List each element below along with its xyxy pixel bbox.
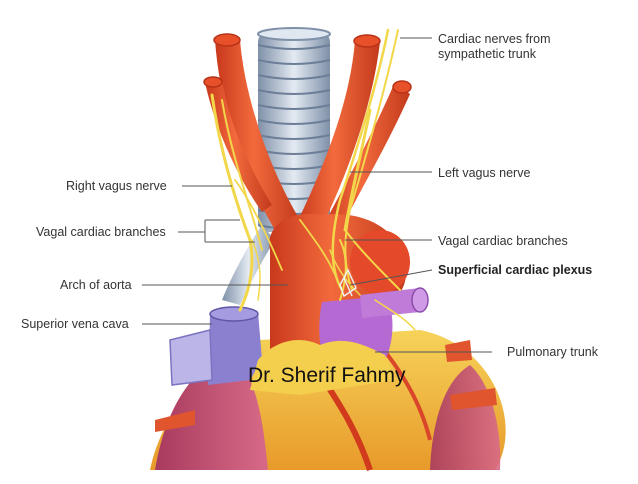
- label-arch-of-aorta: Arch of aorta: [60, 278, 132, 292]
- superior-vena-cava-vessel: [208, 312, 262, 385]
- leader-superficial-plexus: [349, 269, 433, 286]
- trachea-top: [257, 27, 331, 41]
- right-vagus-nerve-strand: [210, 93, 254, 312]
- leader-vagal-left: [178, 219, 255, 243]
- label-superior-vena-cava: Superior vena cava: [21, 317, 129, 331]
- leader-lines: [142, 37, 492, 353]
- label-left-vagus-nerve: Left vagus nerve: [438, 166, 531, 180]
- right-pulmonary-artery: [360, 288, 426, 318]
- epicardial-fat: [250, 340, 395, 395]
- descending-aorta-bulge: [350, 230, 410, 294]
- label-pulmonary-trunk: Pulmonary trunk: [507, 345, 599, 359]
- sympathetic-cardiac-nerves: [331, 28, 390, 292]
- right-carotid-artery: [215, 40, 300, 230]
- label-vagal-cardiac-branches-left: Vagal cardiac branches: [36, 225, 166, 239]
- label-right-vagus-nerve: Right vagus nerve: [66, 179, 167, 193]
- nerves: [210, 28, 416, 331]
- superficial-plexus-mesh: [339, 268, 357, 298]
- brachiocephalic-vein-stub: [169, 329, 213, 386]
- pulmonary-vein-stub: [155, 410, 195, 432]
- left-vagus-nerve-strand: [343, 108, 372, 232]
- left-carotid-artery: [296, 40, 380, 235]
- label-cardiac-nerves-line2: sympathetic trunk: [438, 47, 536, 61]
- watermark-text: Dr. Sherif Fahmy: [248, 364, 406, 387]
- pulmonary-vein-stub-right: [450, 388, 497, 410]
- right-subclavian-artery: [205, 80, 272, 212]
- pulmonary-vein-stub-right-lower: [445, 340, 472, 362]
- label-vagal-cardiac-branches-right: Vagal cardiac branches: [438, 234, 568, 248]
- label-cardiac-nerves-line1: Cardiac nerves from: [438, 32, 551, 46]
- label-superficial-cardiac-plexus: Superficial cardiac plexus: [438, 263, 593, 277]
